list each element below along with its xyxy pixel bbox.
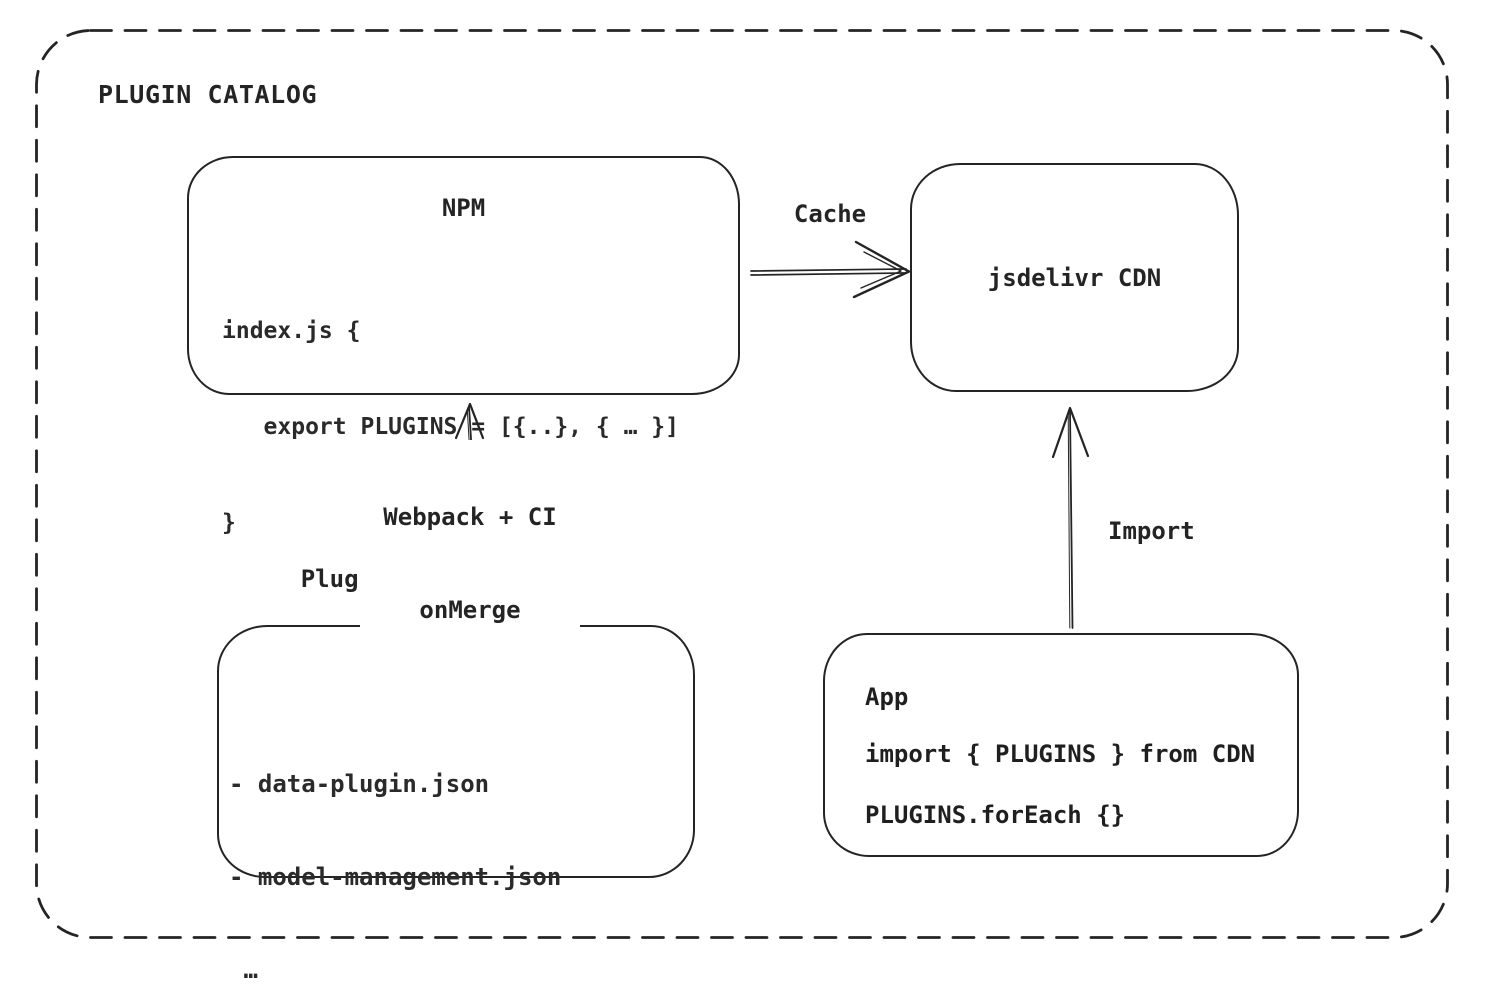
app-code-line: PLUGINS.forEach {} [865,801,1126,829]
cache-arrow [750,240,911,299]
build-arrow-label-line: Webpack + CI [383,503,557,531]
cache-arrow-label: Cache [793,200,867,228]
build-arrow-label: Webpack + CI onMerge [360,440,580,688]
app-code-line: import { PLUGINS } from CDN [865,740,1256,768]
npm-title: NPM [441,194,486,222]
repo-file-item: - data-plugin.json [229,770,490,798]
build-arrow-label-line: onMerge [419,596,521,624]
repo-file-item: - model-management.json [229,863,562,891]
import-arrow-label: Import [1108,517,1195,545]
app-title: App [865,683,909,711]
npm-code-line: export PLUGINS = [{..}, { … }] [222,414,679,440]
diagram-title: PLUGIN CATALOG [98,80,318,109]
node-npm: NPM index.js { export PLUGINS = [{..}, {… [187,156,740,536]
repo-file-item: … [229,956,258,984]
repo-file-list: - data-plugin.json - model-management.js… [229,707,561,1002]
cdn-label: jsdelivr CDN [987,263,1162,292]
node-jsdelivr-cdn: jsdelivr CDN [910,163,1239,392]
node-app: App import { PLUGINS } from CDN PLUGINS.… [823,633,1299,857]
npm-code-line: index.js { [222,318,361,344]
import-arrow [1051,406,1090,629]
